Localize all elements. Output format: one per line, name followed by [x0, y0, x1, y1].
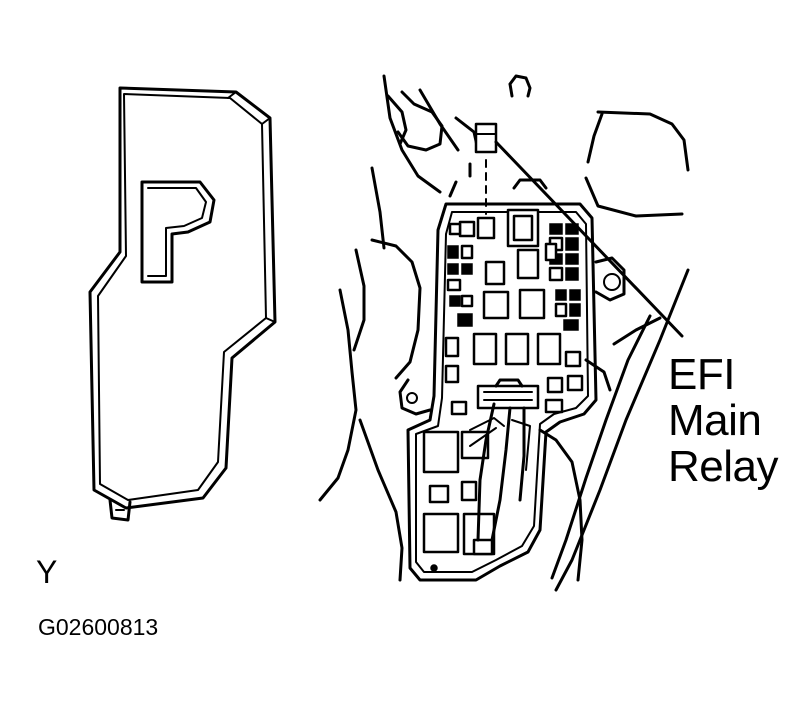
relay-block: [398, 202, 598, 582]
fuse-cluster-left: [444, 222, 474, 384]
figure-id: G02600813: [38, 614, 159, 640]
leader-line: [494, 140, 684, 338]
label-line-3: Relay: [668, 442, 779, 491]
relay-box-cover: [88, 86, 277, 522]
label-line-2: Main: [668, 396, 762, 445]
fuse-cluster-right: [548, 223, 581, 331]
engine-bay-outline: [318, 74, 690, 592]
label-line-1: EFI: [668, 350, 735, 399]
view-letter: Y: [36, 554, 58, 590]
efi-main-relay: [474, 122, 498, 215]
efi-main-relay-label: EFI Main Relay: [668, 350, 779, 491]
